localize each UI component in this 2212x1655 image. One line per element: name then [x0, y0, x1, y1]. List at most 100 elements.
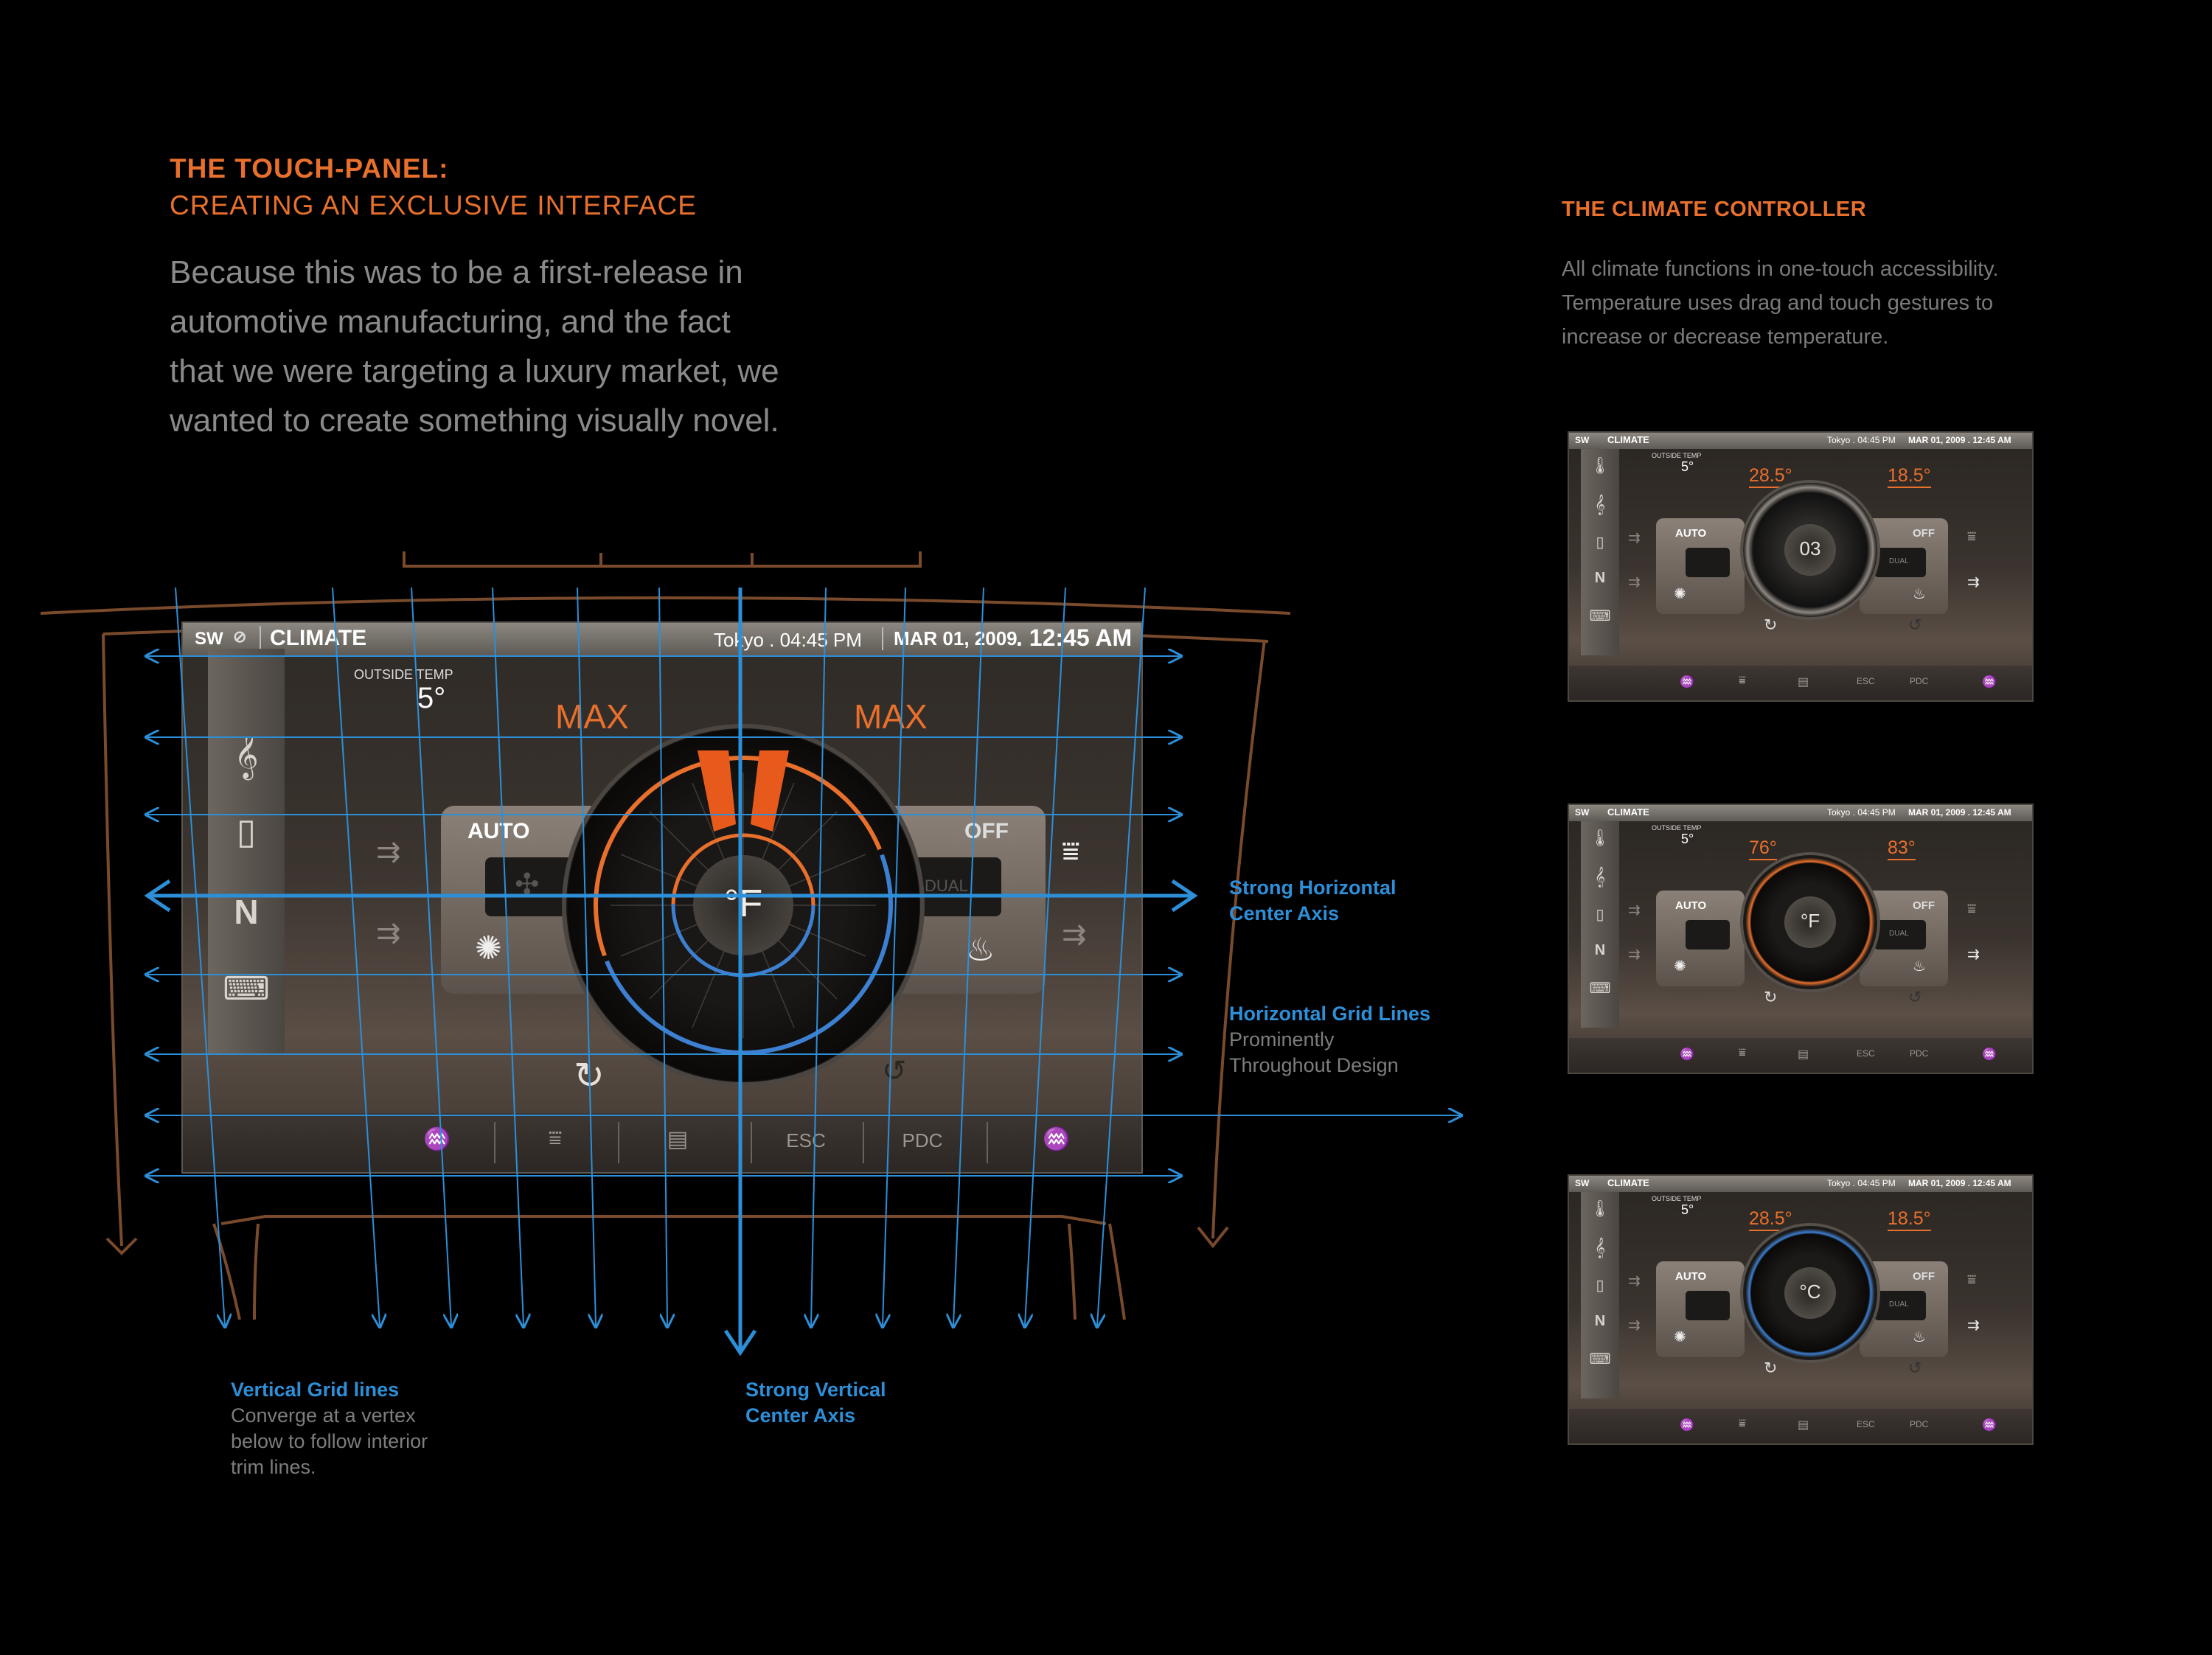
unit-toggle[interactable]: °F [693, 855, 793, 955]
keyboard-icon[interactable]: ⌨ [1589, 1351, 1611, 1367]
sun-icon[interactable]: ✺ [1674, 1329, 1686, 1345]
settings-icon[interactable]: ⊘ [233, 627, 247, 646]
sun-icon[interactable]: ✺ [1674, 586, 1686, 602]
recirculate-off-icon[interactable]: ↺ [882, 1055, 907, 1087]
sun-icon[interactable]: ✺ [475, 930, 502, 966]
phone-icon[interactable]: ▯ [1596, 907, 1604, 923]
sw-label[interactable]: SW [1575, 435, 1590, 445]
airflow-icon[interactable]: ⇉ [1628, 530, 1641, 546]
esc-button[interactable]: ESC [1857, 676, 1875, 686]
auto-button[interactable]: AUTO [467, 819, 530, 843]
dial-center[interactable]: °F [1784, 896, 1836, 948]
seat-heat-icon[interactable]: ♒ [1680, 676, 1694, 689]
dual-button[interactable]: DUAL [1874, 920, 1926, 950]
airflow-icon[interactable]: ⇉ [1967, 1317, 1980, 1334]
dual-button[interactable]: DUAL [1874, 548, 1926, 577]
recirculate-icon[interactable]: ↻ [1764, 988, 1778, 1006]
left-temp[interactable]: 28.5° [1749, 1208, 1792, 1231]
right-temp[interactable]: 83° [1888, 837, 1916, 860]
rear-defrost-icon[interactable]: ▤ [1798, 676, 1809, 689]
pdc-button[interactable]: PDC [1910, 1048, 1929, 1059]
rear-defrost-icon[interactable]: ▤ [1798, 1419, 1809, 1432]
keyboard-icon[interactable]: ⌨ [1589, 608, 1611, 624]
left-temp[interactable]: 28.5° [1749, 465, 1792, 488]
flame-icon[interactable]: ♨ [1913, 958, 1926, 975]
esc-button[interactable]: ESC [1857, 1048, 1875, 1059]
phone-icon[interactable]: ▯ [236, 812, 257, 851]
airflow-icon[interactable]: ⇉ [1628, 902, 1641, 919]
seat-heat-icon[interactable]: ♒ [1043, 1127, 1071, 1151]
fan-button[interactable] [1686, 920, 1730, 950]
flame-icon[interactable]: ♨ [1913, 586, 1926, 602]
recirculate-off-icon[interactable]: ↺ [1908, 1359, 1922, 1377]
keyboard-icon[interactable]: ⌨ [223, 971, 270, 1007]
recirculate-off-icon[interactable]: ↺ [1908, 616, 1922, 634]
music-icon[interactable]: 𝄞 [234, 731, 259, 777]
airflow-icon[interactable]: ⇉ [1628, 947, 1641, 963]
off-button[interactable]: OFF [1913, 899, 1935, 912]
temperature-dial[interactable]: °F [566, 728, 920, 1082]
esc-button[interactable]: ESC [1857, 1419, 1875, 1429]
right-temp[interactable]: 18.5° [1888, 465, 1931, 488]
auto-button[interactable]: AUTO [1675, 527, 1707, 540]
navigation-icon[interactable]: N [1594, 942, 1606, 958]
left-temp[interactable]: 76° [1749, 837, 1777, 860]
defrost-icon[interactable]: ⩸ [1739, 1047, 1746, 1059]
thermometer-icon[interactable]: 🌡 [1590, 1199, 1610, 1218]
right-temp-max[interactable]: MAX [854, 697, 928, 736]
esc-button[interactable]: ESC [786, 1129, 826, 1151]
phone-icon[interactable]: ▯ [1596, 534, 1604, 551]
music-icon[interactable]: 𝄞 [1594, 867, 1606, 887]
defrost-icon[interactable]: ⩸ [1739, 675, 1746, 687]
phone-icon[interactable]: ▯ [1596, 1278, 1604, 1294]
thermometer-icon[interactable]: 🌡 [1590, 829, 1610, 847]
defrost-icon[interactable]: ⩸ [1967, 529, 1977, 545]
recirculate-off-icon[interactable]: ↺ [1908, 988, 1922, 1006]
sw-label[interactable]: SW [1575, 1178, 1590, 1188]
sw-label[interactable]: SW [1575, 807, 1590, 818]
sun-icon[interactable]: ✺ [1674, 958, 1686, 975]
defrost-icon[interactable]: ⩸ [548, 1126, 563, 1151]
defrost-icon[interactable]: ⩸ [1967, 1272, 1977, 1288]
pdc-button[interactable]: PDC [902, 1129, 943, 1151]
music-icon[interactable]: 𝄞 [1594, 1238, 1606, 1258]
defrost-icon[interactable]: ⩸ [1062, 835, 1080, 868]
sw-label[interactable]: SW [195, 629, 223, 649]
seat-heat-icon[interactable]: ♒ [1982, 1048, 1997, 1061]
navigation-icon[interactable]: N [1594, 570, 1606, 586]
seat-heat-icon[interactable]: ♒ [423, 1127, 451, 1151]
defrost-icon[interactable]: ⩸ [1967, 901, 1977, 917]
airflow-icon[interactable]: ⇉ [376, 836, 401, 868]
airflow-icon[interactable]: ⇉ [1967, 574, 1980, 590]
flame-icon[interactable]: ♨ [966, 932, 995, 968]
airflow-icon[interactable]: ⇉ [1967, 947, 1980, 963]
seat-heat-icon[interactable]: ♒ [1982, 1419, 1997, 1432]
pdc-button[interactable]: PDC [1910, 676, 1929, 686]
recirculate-icon[interactable]: ↻ [1764, 1359, 1778, 1377]
auto-button[interactable]: AUTO [1675, 1270, 1707, 1283]
temperature-dial[interactable]: 03 [1743, 483, 1877, 617]
off-button[interactable]: OFF [964, 819, 1009, 843]
rear-defrost-icon[interactable]: ▤ [667, 1127, 689, 1151]
airflow-icon[interactable]: ⇉ [1628, 1317, 1641, 1334]
dual-button[interactable]: DUAL [1874, 1291, 1926, 1320]
temperature-dial[interactable]: °C [1743, 1226, 1877, 1360]
airflow-icon[interactable]: ⇉ [1062, 919, 1087, 951]
dial-center[interactable]: °C [1784, 1267, 1836, 1319]
keyboard-icon[interactable]: ⌨ [1589, 980, 1611, 997]
navigation-icon[interactable]: N [234, 893, 259, 931]
navigation-icon[interactable]: N [1594, 1313, 1606, 1329]
auto-button[interactable]: AUTO [1675, 899, 1707, 912]
seat-heat-icon[interactable]: ♒ [1680, 1419, 1694, 1432]
flame-icon[interactable]: ♨ [1913, 1329, 1926, 1345]
rear-defrost-icon[interactable]: ▤ [1798, 1048, 1809, 1061]
fan-button[interactable] [1686, 548, 1730, 577]
off-button[interactable]: OFF [1913, 1270, 1935, 1283]
right-temp[interactable]: 18.5° [1888, 1208, 1931, 1231]
temperature-dial[interactable]: °F [1743, 855, 1877, 989]
thermometer-icon[interactable]: 🌡 [1590, 456, 1610, 475]
airflow-icon[interactable]: ⇉ [376, 917, 401, 950]
music-icon[interactable]: 𝄞 [1594, 495, 1606, 515]
recirculate-icon[interactable]: ↻ [1764, 616, 1778, 634]
off-button[interactable]: OFF [1913, 527, 1935, 540]
